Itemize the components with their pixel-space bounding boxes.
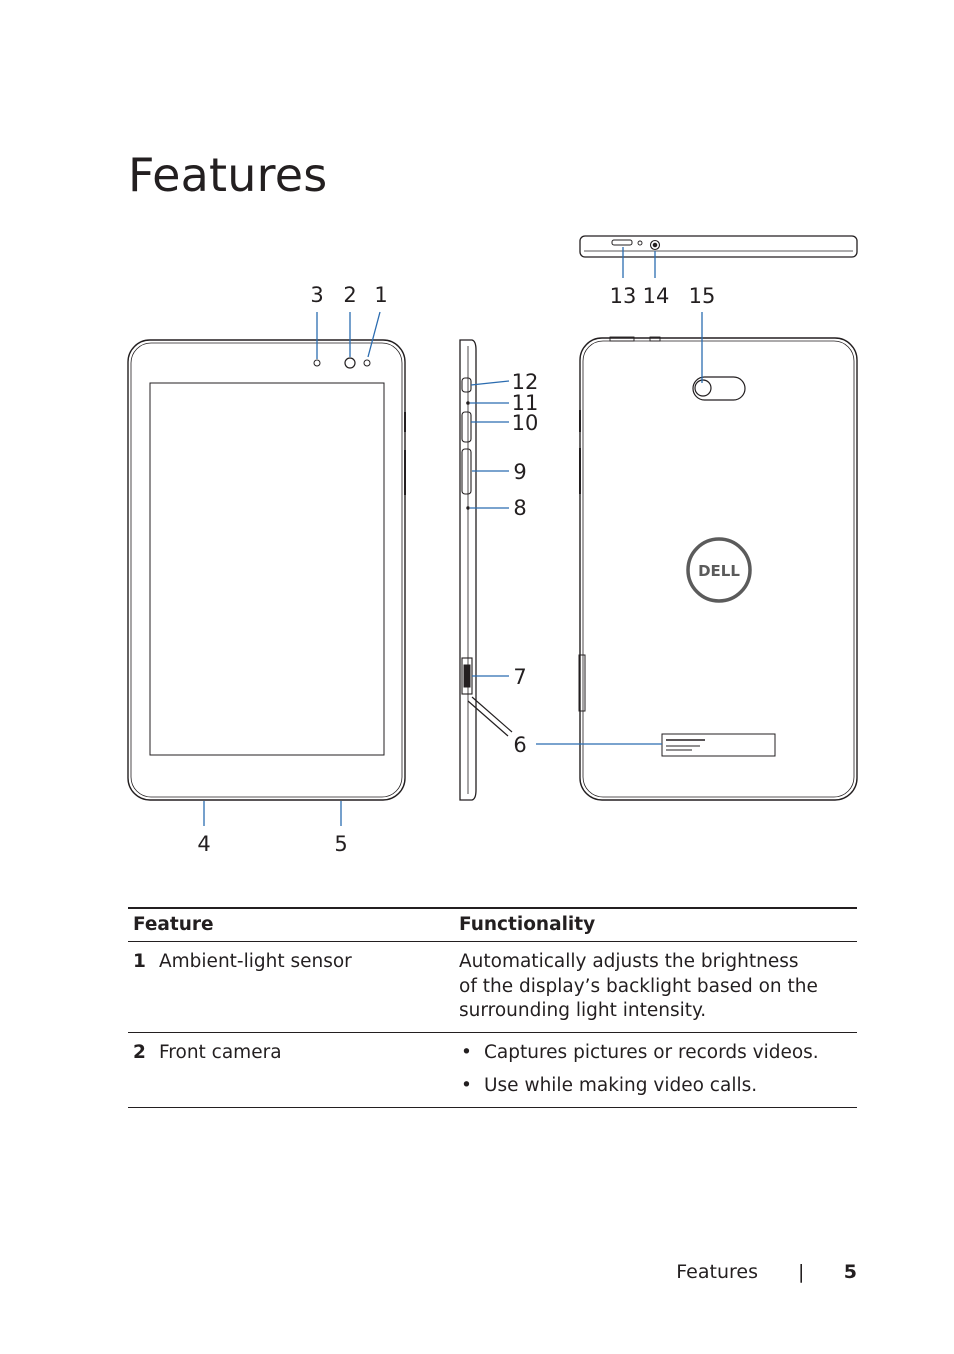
dell-logo: DELL [698, 562, 740, 580]
callout-5: 5 [334, 832, 347, 856]
tablet-top-view [579, 235, 858, 258]
feature-number: 1 [133, 951, 146, 972]
functionality-line: Automatically adjusts the brightness [459, 951, 799, 972]
callout-6: 6 [513, 733, 526, 757]
functionality-line: of the display’s backlight based on the [459, 975, 818, 997]
feature-number: 2 [133, 1041, 146, 1063]
tablet-side-view [459, 339, 513, 801]
footer-section-title: Features [676, 1261, 758, 1283]
bullet-item: • Use while making video calls. [459, 1074, 852, 1099]
callout-9: 9 [513, 460, 526, 484]
functionality-cell: Automatically adjusts the brightness of … [454, 941, 857, 1033]
functionality-line: surrounding light intensity. [459, 1000, 707, 1021]
column-header-feature: Feature [128, 907, 454, 942]
table-row: 1 Ambient-light sensor Automatically adju… [128, 941, 857, 1033]
callout-13: 13 [610, 284, 637, 308]
tablet-back-view [578, 336, 858, 801]
footer-separator: | [798, 1261, 805, 1283]
callout-8: 8 [513, 496, 526, 520]
bullet-text: Captures pictures or records videos. [484, 1041, 819, 1063]
bullet-icon: • [461, 1041, 472, 1063]
tablet-features-figure: DELL 3 2 1 4 5 6 7 8 9 10 11 12 13 14 15 [0, 225, 954, 875]
bullet-text: Use while making video calls. [484, 1075, 758, 1096]
table-row: 2 Front camera • Captures pictures or reco… [128, 1032, 857, 1108]
callout-12: 12 [512, 370, 539, 394]
functionality-bullet-list: • Captures pictures or records videos. • U… [459, 1041, 852, 1099]
feature-name: Ambient-light sensor [159, 951, 352, 972]
features-table: Feature Functionality 1 Ambient-light sen… [128, 907, 857, 1108]
feature-cell: 1 Ambient-light sensor [128, 941, 454, 1033]
page-title: Features [128, 148, 328, 202]
bullet-icon: • [461, 1075, 472, 1096]
column-header-functionality: Functionality [454, 907, 857, 942]
table-header-row: Feature Functionality [128, 907, 857, 942]
page-number: 5 [843, 1261, 857, 1283]
feature-name: Front camera [159, 1041, 282, 1063]
callout-1: 1 [374, 283, 387, 307]
functionality-cell: • Captures pictures or records videos. • U… [454, 1032, 857, 1108]
tablet-front-view [127, 339, 406, 801]
bullet-item: • Captures pictures or records videos. [459, 1041, 852, 1066]
callout-3: 3 [310, 283, 323, 307]
callout-lines [203, 247, 703, 826]
callout-7: 7 [513, 665, 526, 689]
callout-11: 11 [512, 391, 539, 415]
callout-10: 10 [512, 411, 539, 435]
callout-4: 4 [197, 832, 210, 856]
feature-cell: 2 Front camera [128, 1032, 454, 1108]
callout-2: 2 [343, 283, 356, 307]
page-footer: Features | 5 [0, 1261, 954, 1287]
callout-14: 14 [643, 284, 670, 308]
callout-15: 15 [689, 284, 716, 308]
